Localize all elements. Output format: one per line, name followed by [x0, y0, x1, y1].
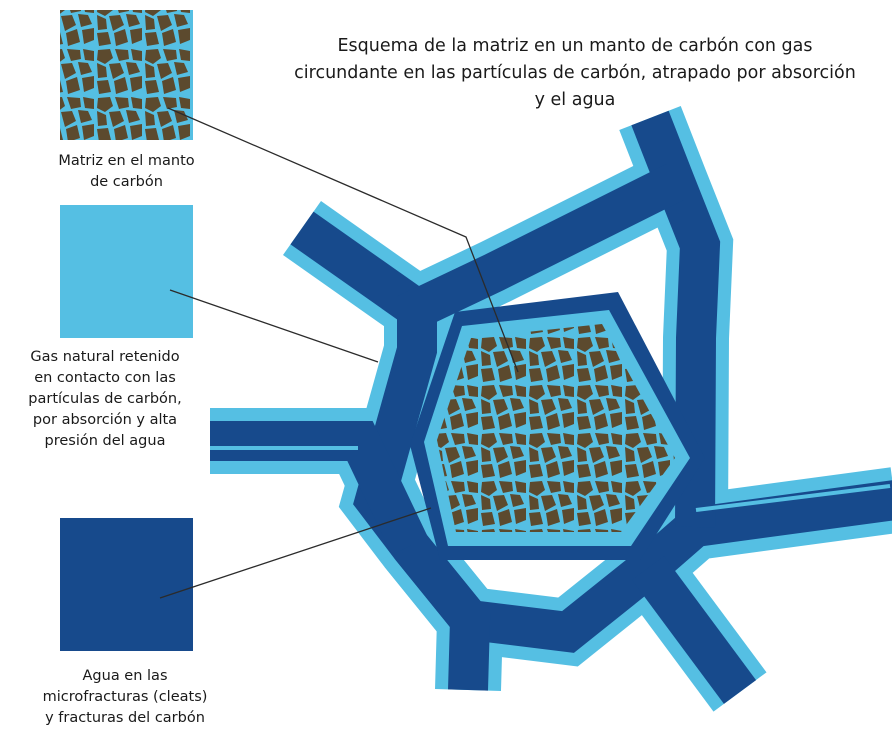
water-caption-line: microfracturas (cleats) — [42, 689, 208, 705]
gas-leader-line — [169, 289, 379, 363]
gas-caption-line: presión del agua — [44, 433, 166, 449]
gas-caption-line: partículas de carbón, — [28, 391, 182, 407]
fracture-network — [210, 105, 892, 712]
water-swatch — [60, 518, 193, 651]
water-caption: Agua en las microfracturas (cleats) y fr… — [15, 666, 235, 729]
matrix-block — [410, 292, 705, 560]
leader-lines — [159, 107, 519, 599]
water-leader-line — [159, 507, 432, 599]
water-caption-line: y fracturas del carbón — [45, 710, 205, 726]
gas-caption-line: en contacto con las — [34, 370, 176, 386]
matrix-coal-particles — [437, 324, 675, 532]
gas-caption-line: por absorción y alta — [32, 412, 178, 428]
band-highlights — [210, 446, 891, 512]
diagram-title-line-2: circundante en las partículas de carbón,… — [294, 63, 856, 83]
diagram-title-line-1: Esquema de la matriz en un manto de carb… — [337, 36, 813, 56]
water-caption-line: Agua en las — [82, 668, 168, 684]
matrix-caption-line: de carbón — [90, 174, 163, 190]
matrix-leader-line — [167, 107, 519, 373]
matrix-caption: Matriz en el manto de carbón — [20, 151, 233, 193]
diagram-title-line-3: y el agua — [534, 90, 616, 110]
matrix-caption-line: Matriz en el manto — [58, 153, 195, 169]
gas-caption-line: Gas natural retenido — [30, 349, 180, 365]
gas-caption: Gas natural retenido en contacto con las… — [0, 347, 210, 452]
matrix-swatch — [60, 10, 193, 140]
gas-swatch — [60, 205, 193, 338]
water-core — [210, 110, 892, 704]
